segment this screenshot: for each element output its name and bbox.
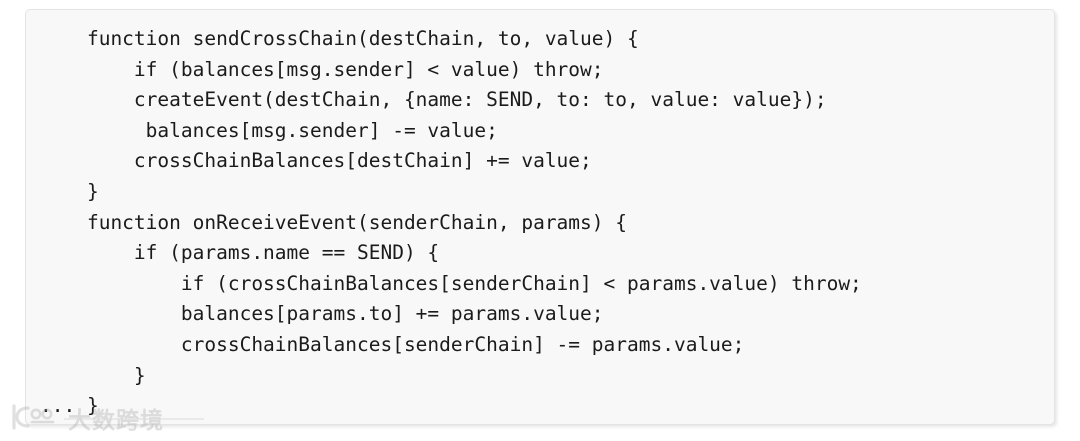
code-block: function sendCrossChain(destChain, to, v… — [25, 9, 1055, 425]
code-line: ... } — [40, 394, 99, 418]
code-line: function onReceiveEvent(senderChain, par… — [40, 210, 627, 234]
code-line: } — [40, 363, 146, 387]
code-line: if (balances[msg.sender] < value) throw; — [40, 57, 604, 81]
code-line: balances[msg.sender] -= value; — [40, 118, 498, 142]
code-line: crossChainBalances[destChain] += value; — [40, 149, 592, 173]
code-line: if (params.name == SEND) { — [40, 241, 440, 265]
code-line: function sendCrossChain(destChain, to, v… — [40, 27, 639, 50]
code-line: createEvent(destChain, {name: SEND, to: … — [40, 88, 827, 112]
code-line: } — [40, 179, 99, 203]
code-line: crossChainBalances[senderChain] -= param… — [40, 332, 745, 356]
code-listing: function sendCrossChain(destChain, to, v… — [26, 24, 1054, 422]
code-line: if (crossChainBalances[senderChain] < pa… — [40, 271, 862, 295]
code-line: balances[params.to] += params.value; — [40, 302, 604, 326]
